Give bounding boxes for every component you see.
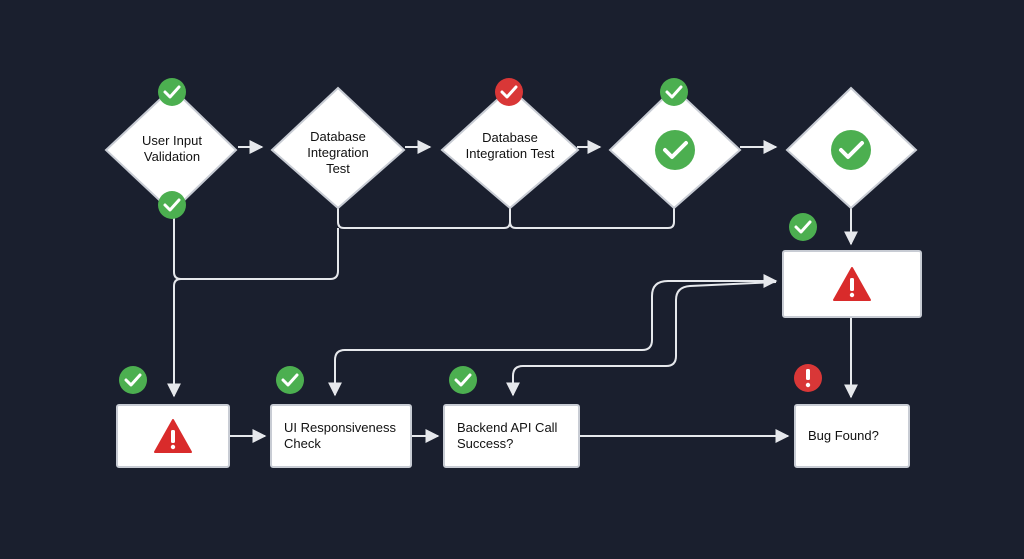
warning-icon bbox=[833, 267, 871, 301]
diamond-d5[interactable] bbox=[785, 86, 918, 210]
check-icon bbox=[831, 130, 871, 170]
connector-to-warn-left bbox=[167, 278, 182, 398]
ui-responsiveness-box[interactable]: UI Responsiveness Check bbox=[270, 404, 412, 468]
connector-loop-ui bbox=[328, 280, 669, 397]
pass-icon bbox=[276, 366, 304, 394]
pass-icon bbox=[449, 366, 477, 394]
bug-found-box[interactable]: Bug Found? bbox=[794, 404, 910, 468]
diamond-d2[interactable] bbox=[270, 86, 406, 210]
connector-loop-backend bbox=[506, 281, 777, 397]
pass-icon bbox=[158, 78, 186, 106]
backend-api-box[interactable]: Backend API Call Success? bbox=[443, 404, 580, 468]
diamond-d4[interactable] bbox=[608, 86, 742, 210]
connectors bbox=[167, 140, 858, 443]
pass-icon bbox=[789, 213, 817, 241]
ui-responsiveness-label: UI Responsiveness Check bbox=[284, 420, 396, 451]
warn-box-left[interactable] bbox=[116, 404, 230, 468]
bug-found-label: Bug Found? bbox=[808, 428, 879, 443]
pass-icon bbox=[660, 78, 688, 106]
connector-d1-warn-left bbox=[173, 216, 339, 280]
diamond-label-user-input: User Input Validation bbox=[142, 133, 202, 164]
diamond-d3[interactable] bbox=[440, 86, 580, 210]
warning-icon bbox=[154, 419, 192, 453]
alert-icon bbox=[794, 364, 822, 392]
diamond-label-db-integration-1: Database Integration Test bbox=[307, 129, 369, 176]
pass-icon bbox=[119, 366, 147, 394]
connector-merge-bottom bbox=[337, 205, 675, 229]
check-icon bbox=[655, 130, 695, 170]
pass-icon bbox=[158, 191, 186, 219]
fail-icon bbox=[495, 78, 523, 106]
backend-api-label: Backend API Call Success? bbox=[457, 420, 558, 451]
warn-box-right[interactable] bbox=[782, 250, 922, 318]
diamond-label-db-integration-2: Database Integration Test bbox=[465, 130, 555, 161]
